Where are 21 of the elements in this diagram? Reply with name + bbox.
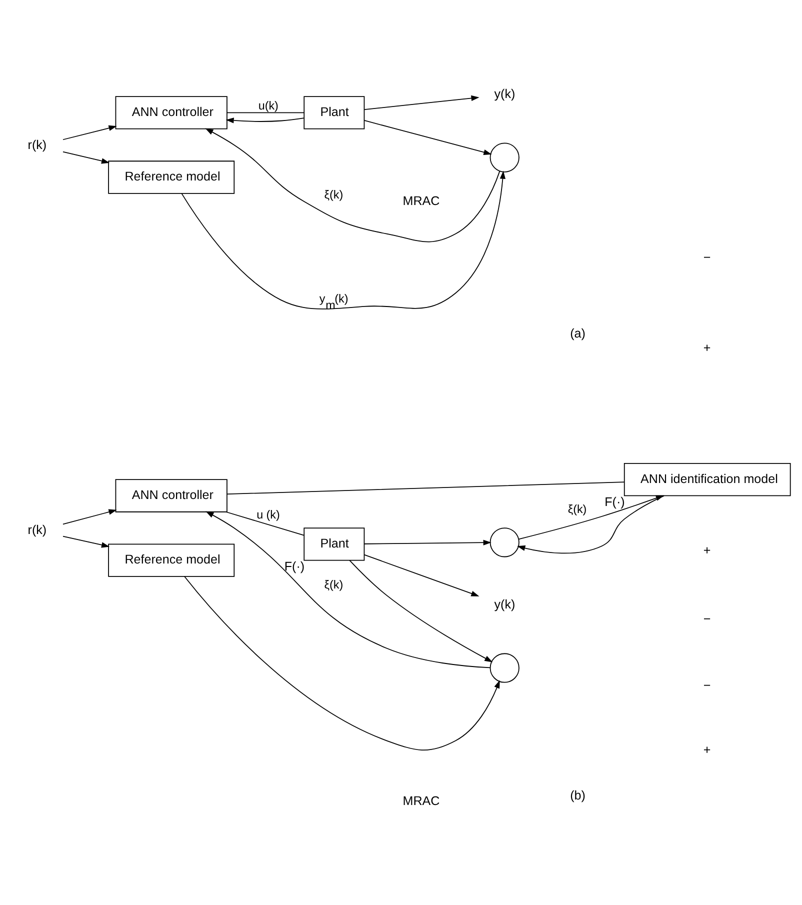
- label: −: [703, 678, 711, 692]
- node-label: F(·): [284, 558, 305, 573]
- node-text: r(k): [28, 138, 47, 152]
- node-text: y(k): [494, 597, 516, 611]
- label: MRAC: [402, 793, 440, 808]
- edge-label: ξ(k): [324, 578, 344, 591]
- edge-label: u (k): [256, 508, 280, 522]
- label: −: [703, 250, 711, 264]
- edge-label: ξ(k): [568, 502, 587, 516]
- node-text: y(k): [494, 86, 516, 101]
- edge-label: ξ(k): [324, 188, 344, 201]
- label: MRAC: [402, 193, 440, 208]
- node-label: F(·): [604, 494, 625, 508]
- edge-label: u(k): [258, 98, 278, 112]
- label: (b): [570, 788, 586, 802]
- label: +: [703, 340, 711, 354]
- label: +: [703, 543, 711, 558]
- node-text: r(k): [28, 522, 47, 537]
- label: (a): [570, 326, 586, 340]
- label: +: [703, 742, 711, 756]
- label: −: [703, 611, 711, 626]
